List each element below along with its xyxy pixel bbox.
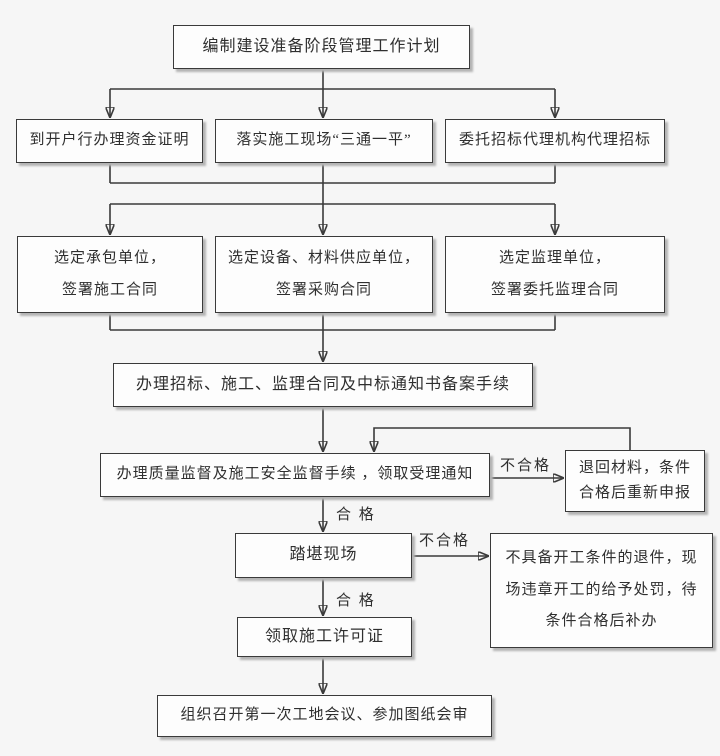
node-supervisor-line1: 选定监理单位， — [498, 250, 611, 266]
node-supplier: 选定设备、材料供应单位， 签署采购合同 — [215, 236, 433, 313]
node-contractor-line1: 选定承包单位， — [53, 250, 166, 266]
node-meeting: 组织召开第一次工地会议、参加图纸会审 — [157, 695, 492, 737]
node-return-materials: 退回材料，条件 合格后重新申报 — [565, 450, 705, 512]
node-penalty-line1: 不具备开工条件的退件，现 — [505, 550, 698, 567]
label-pass-2: 合 格 — [336, 593, 376, 609]
node-site-label: 落实施工现场“三通一平” — [236, 132, 412, 149]
label-fail-1: 不合格 — [500, 458, 552, 474]
node-contractor-line2: 签署施工合同 — [61, 281, 158, 298]
label-pass-1: 合 格 — [336, 507, 376, 523]
node-meeting-label: 组织召开第一次工地会议、参加图纸会审 — [180, 707, 469, 724]
node-penalty-line3: 条件合格后补办 — [545, 613, 658, 630]
node-fund: 到开户行办理资金证明 — [16, 119, 203, 163]
node-site: 落实施工现场“三通一平” — [215, 119, 433, 163]
wire-feedback — [374, 427, 631, 451]
node-agency-label: 委托招标代理机构代理招标 — [458, 132, 651, 149]
node-quality-label: 办理质量监督及施工安全监督手续 ，领取受理通知 — [116, 466, 474, 483]
node-quality: 办理质量监督及施工安全监督手续 ，领取受理通知 — [100, 453, 490, 497]
node-supervisor: 选定监理单位， 签署委托监理合同 — [445, 236, 665, 313]
node-supervisor-line2: 签署委托监理合同 — [490, 281, 619, 298]
node-plan: 编制建设准备阶段管理工作计划 — [173, 25, 470, 69]
label-fail-2: 不合格 — [419, 533, 471, 549]
node-supplier-line1: 选定设备、材料供应单位， — [227, 250, 420, 266]
node-agency: 委托招标代理机构代理招标 — [445, 119, 665, 163]
node-fund-label: 到开户行办理资金证明 — [29, 132, 190, 149]
node-supplier-line2: 签署采购合同 — [275, 281, 372, 298]
node-contractor: 选定承包单位， 签署施工合同 — [17, 236, 203, 313]
node-return-line1: 退回材料，条件 — [578, 459, 691, 476]
node-penalty-line2: 场违章开工的给予处罚，待 — [505, 581, 698, 598]
node-permit-label: 领取施工许可证 — [264, 627, 384, 645]
node-survey: 踏堪现场 — [235, 533, 412, 578]
node-filing: 办理招标、施工、监理合同及中标通知书备案手续 — [113, 363, 533, 407]
node-filing-label: 办理招标、施工、监理合同及中标通知书备案手续 — [135, 375, 510, 393]
node-survey-label: 踏堪现场 — [289, 546, 358, 564]
node-return-line2: 合格后重新申报 — [578, 485, 691, 501]
node-permit: 领取施工许可证 — [237, 617, 412, 657]
node-plan-label: 编制建设准备阶段管理工作计划 — [202, 37, 441, 55]
node-penalty: 不具备开工条件的退件，现 场违章开工的给予处罚，待 条件合格后补办 — [490, 533, 713, 648]
